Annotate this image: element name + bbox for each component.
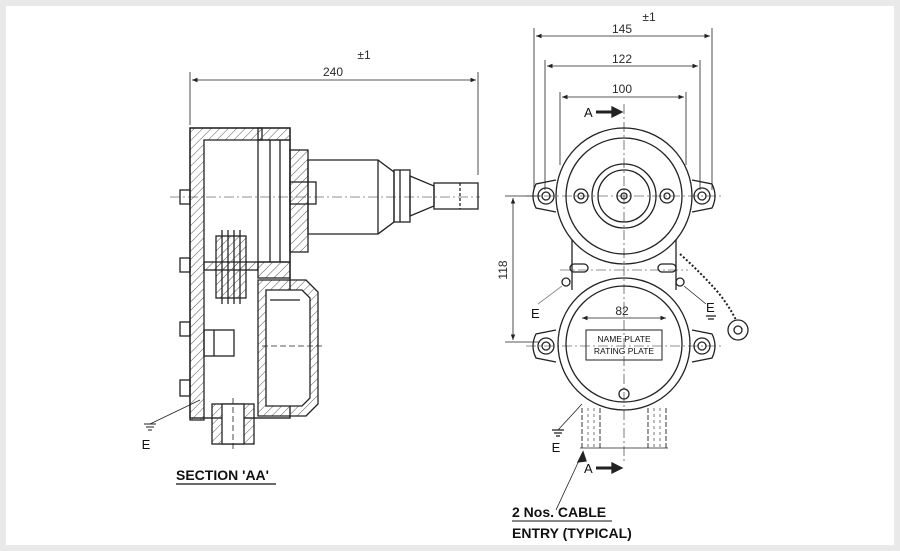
front-view [505,28,749,511]
tolerance-left-label: ±1 [357,48,371,62]
dimension-100-label: 100 [612,82,632,96]
dimension-145-label: 145 [612,22,632,36]
section-marker-top: A [584,105,593,120]
dimension-82-label: 82 [615,304,629,318]
name-plate-label: NAME PLATE [597,334,651,344]
earth-label-right: E [706,300,715,315]
sheet-background [6,6,894,545]
section-title: SECTION 'AA' [176,467,269,483]
cable-entry-line1: 2 Nos. CABLE [512,504,606,520]
earth-label-faded: E [531,306,540,321]
cable-entry-line2: ENTRY (TYPICAL) [512,525,632,541]
earth-label-left: E [142,437,151,452]
earth-label-bottom: E [552,440,561,455]
rating-plate-label: RATING PLATE [594,346,654,356]
tolerance-right-label: ±1 [642,10,656,24]
dimension-122-label: 122 [612,52,632,66]
section-marker-bottom: A [584,461,593,476]
dimension-118-label: 118 [496,260,510,279]
dimension-240-label: 240 [323,65,343,79]
section-view [144,72,480,450]
